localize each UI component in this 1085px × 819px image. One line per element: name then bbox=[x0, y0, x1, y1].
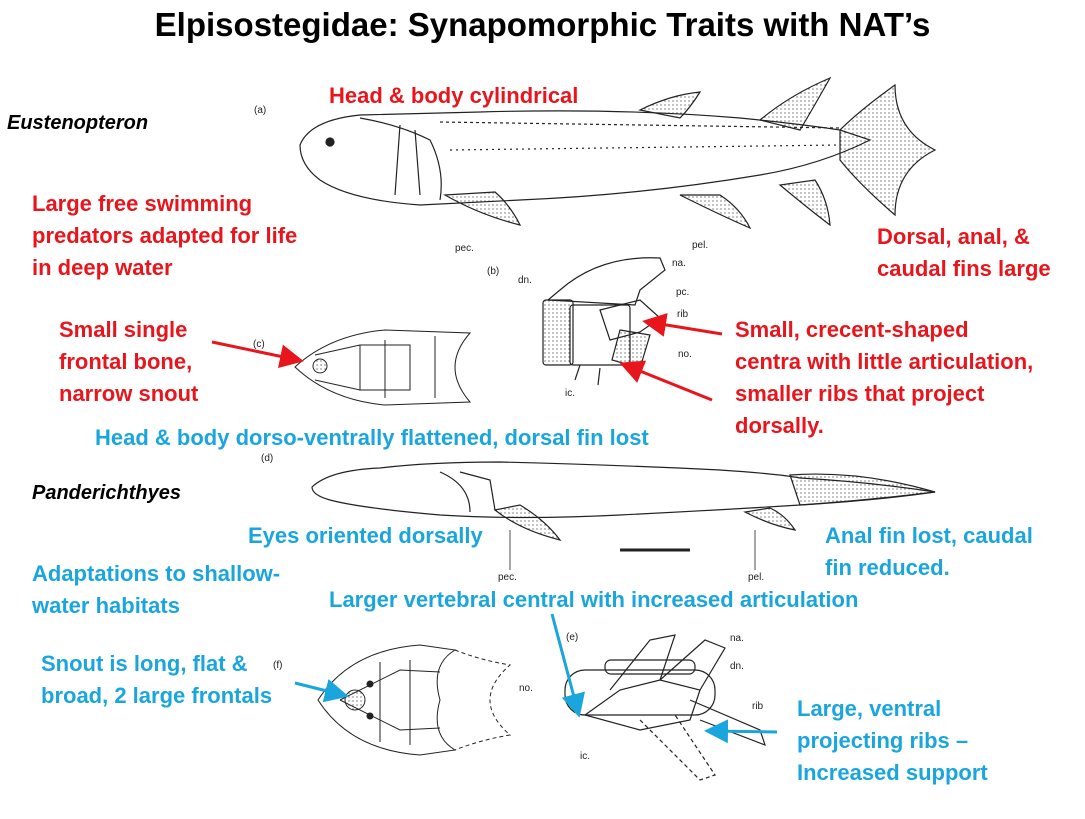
vertebral-arrow bbox=[550, 613, 585, 718]
eusthenopteron-vertebrae bbox=[542, 257, 666, 386]
ribs-arrow bbox=[704, 719, 778, 744]
label-rib-b: rib bbox=[677, 309, 689, 320]
page-title: Elpisostegidae: Synapomorphic Traits wit… bbox=[154, 6, 931, 43]
panel-e-label: (e) bbox=[566, 632, 579, 643]
panderichthys-skull bbox=[317, 644, 512, 756]
label-pc-b: pc. bbox=[676, 287, 690, 298]
panel-b-label: (b) bbox=[487, 266, 500, 277]
panderichthys-body bbox=[311, 461, 936, 570]
note-anal-fin-lost: Anal fin lost, caudal fin reduced. bbox=[825, 523, 1033, 580]
label-pel-bottom: pel. bbox=[748, 572, 765, 583]
species-eusthenopteron: Eustenopteron bbox=[7, 112, 149, 134]
note-snout-frontals: Snout is long, flat & broad, 2 large fro… bbox=[41, 651, 273, 708]
label-pec-bottom: pec. bbox=[498, 572, 517, 583]
centra-arrow bbox=[619, 360, 713, 402]
panderichthys-vertebrae bbox=[564, 634, 766, 781]
label-ic-b: ic. bbox=[565, 388, 575, 399]
label-rib-e: rib bbox=[752, 701, 764, 712]
eusthenopteron-skeleton bbox=[299, 76, 937, 230]
annotation-arrows bbox=[211, 313, 778, 744]
label-na-e: na. bbox=[730, 633, 744, 644]
panel-a-label: (a) bbox=[254, 105, 267, 116]
note-ventral-ribs: Large, ventral projecting ribs – Increas… bbox=[797, 696, 988, 785]
note-eyes-dorsal: Eyes oriented dorsally bbox=[248, 523, 483, 548]
label-ic-e: ic. bbox=[580, 751, 590, 762]
panel-f-label: (f) bbox=[273, 660, 283, 671]
note-frontal-bone: Small single frontal bone, narrow snout bbox=[59, 317, 199, 406]
label-dn-b: dn. bbox=[518, 275, 532, 286]
label-pel-top: pel. bbox=[692, 240, 709, 251]
panel-d-label: (d) bbox=[261, 453, 274, 464]
species-panderichthys: Panderichthyes bbox=[32, 482, 181, 504]
note-dorso-ventrally-flattened: Head & body dorso-ventrally flattened, d… bbox=[95, 425, 649, 450]
label-pec-top: pec. bbox=[455, 243, 474, 254]
label-no-b: no. bbox=[678, 349, 692, 360]
note-vertebral-central: Larger vertebral central with increased … bbox=[329, 587, 859, 612]
frontal-arrow bbox=[211, 340, 304, 369]
snout-arrow bbox=[294, 678, 349, 703]
note-head-body-cylindrical: Head & body cylindrical bbox=[329, 83, 579, 108]
note-fins-large: Dorsal, anal, & caudal fins large bbox=[877, 224, 1051, 281]
note-shallow-water: Adaptations to shallow- water habitats bbox=[32, 561, 281, 618]
eusthenopteron-skull bbox=[294, 329, 472, 406]
rib-arrow bbox=[642, 313, 723, 337]
note-large-predators: Large free swimming predators adapted fo… bbox=[32, 191, 298, 280]
label-na-b: na. bbox=[672, 258, 686, 269]
label-dn-e: dn. bbox=[730, 661, 744, 672]
panel-c-label: (c) bbox=[253, 339, 265, 350]
label-no-e: no. bbox=[519, 683, 533, 694]
note-centra: Small, crecent-shaped centra with little… bbox=[735, 317, 1034, 438]
